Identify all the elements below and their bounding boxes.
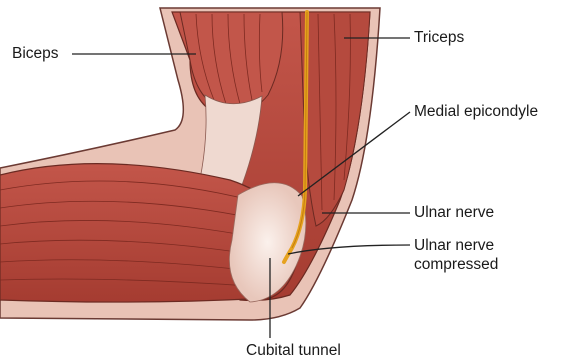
- label-medial-epicondyle: Medial epicondyle: [414, 103, 538, 121]
- label-ulnar-nerve-compressed: Ulnar nerve compressed: [414, 236, 498, 274]
- label-triceps: Triceps: [414, 29, 464, 47]
- label-ulnar-nerve: Ulnar nerve: [414, 204, 494, 222]
- label-biceps: Biceps: [12, 45, 59, 63]
- label-ulnar-nerve-compressed-line2: compressed: [414, 255, 498, 274]
- label-cubital-tunnel: Cubital tunnel: [246, 342, 341, 360]
- label-ulnar-nerve-compressed-line1: Ulnar nerve: [414, 236, 498, 255]
